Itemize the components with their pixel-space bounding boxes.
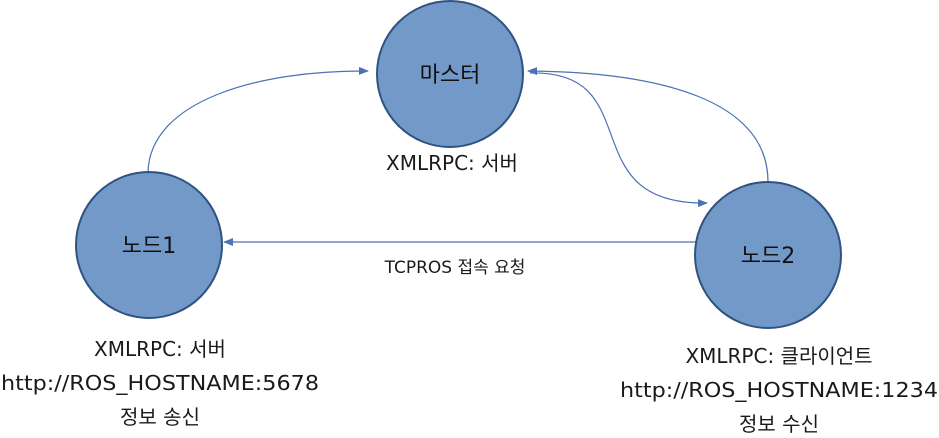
node2: 노드2	[694, 181, 842, 329]
node1-caption-line-2: http://ROS_HOSTNAME:5678	[1, 371, 319, 395]
master-label: 마스터	[420, 63, 481, 88]
tcpros-label: TCPROS 접속 요청	[384, 258, 526, 278]
master-caption: XMLRPC: 서버	[386, 151, 518, 175]
node1-label: 노드1	[122, 234, 176, 259]
node2-caption-line-3: 정보 수신	[739, 412, 819, 436]
node2-caption-line-2: http://ROS_HOSTNAME:1234	[620, 378, 938, 402]
edge-node2-to-master	[527, 67, 769, 183]
node2-caption-line-1: XMLRPC: 클라이언트	[685, 344, 872, 368]
master-node: 마스터	[376, 0, 524, 148]
master-circle	[376, 0, 524, 148]
node2-circle	[694, 181, 842, 329]
node1-circle	[75, 171, 223, 319]
edge-node1-to-master	[147, 66, 369, 173]
node1-caption-line-3: 정보 송신	[120, 405, 200, 429]
edge-master-to-node2	[529, 72, 708, 208]
node1-caption-line-1: XMLRPC: 서버	[94, 337, 226, 361]
node2-label: 노드2	[741, 244, 795, 269]
node1: 노드1	[75, 171, 223, 319]
